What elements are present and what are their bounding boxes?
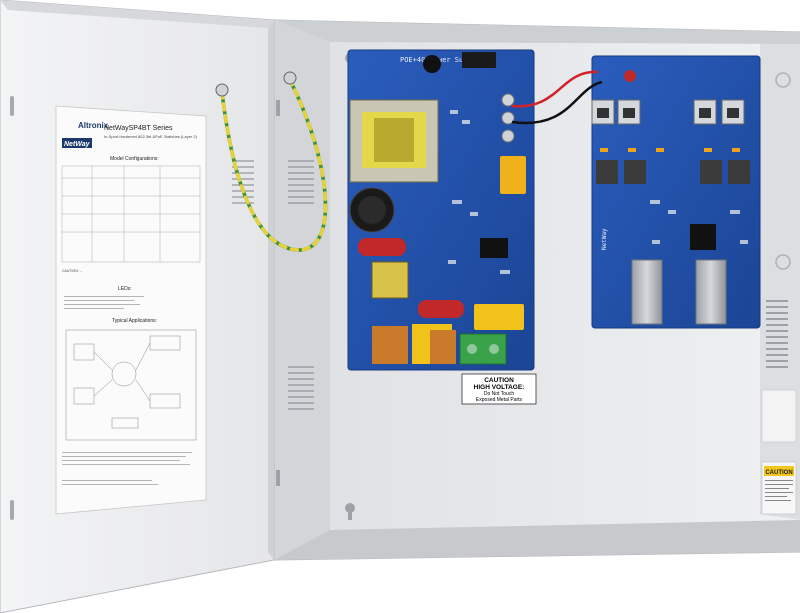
label-caution-line: CAUTION: ... xyxy=(62,269,83,273)
green-terminal-block xyxy=(459,333,507,365)
ic-chip xyxy=(480,238,508,258)
red-component xyxy=(624,70,636,82)
door-info-label: Altronix NetWaySP4BT Series In-Sport Har… xyxy=(55,105,207,515)
inductor xyxy=(371,261,409,299)
sfp-cage-2 xyxy=(695,259,727,325)
led-row xyxy=(600,148,740,152)
side-caution-label: CAUTION xyxy=(761,389,797,515)
yellow-capacitor xyxy=(474,304,524,330)
power-supply-board: POE+40 Power Sup xyxy=(347,49,535,371)
hinge-slot-bottom xyxy=(276,470,280,486)
label-series-title: NetWaySP4BT Series xyxy=(104,125,173,132)
switch-ic xyxy=(690,224,716,250)
application-diagram xyxy=(65,329,197,441)
caution-line-3: Do Not Touch xyxy=(484,391,514,397)
label-section-configurations: Model Configurations: xyxy=(110,156,159,162)
yellow-block xyxy=(500,156,526,194)
screw-post xyxy=(501,93,515,107)
right-vent xyxy=(766,300,788,368)
caution-line-1: CAUTION xyxy=(484,377,514,384)
poe-switch-board: NetWay xyxy=(591,55,761,329)
knockout-top-right xyxy=(775,72,791,88)
side-caution-title: CAUTION xyxy=(765,470,792,476)
caution-line-2: HIGH VOLTAGE: xyxy=(474,384,525,391)
knockout-mid-right xyxy=(775,254,791,270)
magnetics-1 xyxy=(596,160,618,184)
label-section-applications: Typical Applications: xyxy=(112,318,157,324)
rj45-ports xyxy=(591,99,745,125)
copper-coil-1 xyxy=(372,326,408,364)
top-terminal-block xyxy=(462,52,496,68)
copper-coil-2 xyxy=(430,330,456,364)
hinge-slot-top xyxy=(276,100,280,116)
power-cables xyxy=(511,70,603,125)
label-brand: Altronix xyxy=(78,121,109,130)
inner-left-vent xyxy=(288,160,314,410)
label-subtitle: In-Sport Hardened 802.3bt &PoE Switches … xyxy=(104,134,198,139)
red-capacitor-2 xyxy=(418,300,464,318)
label-logo: NetWay xyxy=(64,141,91,148)
label-section-leds: LEDs: xyxy=(118,286,132,292)
caution-line-4: Exposed Metal Parts xyxy=(476,397,523,403)
high-voltage-caution-card: CAUTION HIGH VOLTAGE: Do Not Touch Expos… xyxy=(461,373,537,405)
red-capacitor xyxy=(358,238,406,256)
ground-screw-cabinet xyxy=(283,71,297,85)
ground-screw-door xyxy=(215,83,229,97)
switch-board-label: NetWay xyxy=(601,228,608,250)
sfp-cage-1 xyxy=(631,259,663,325)
side-info-label xyxy=(761,389,797,443)
config-table xyxy=(61,165,201,263)
ground-wire xyxy=(215,71,328,252)
